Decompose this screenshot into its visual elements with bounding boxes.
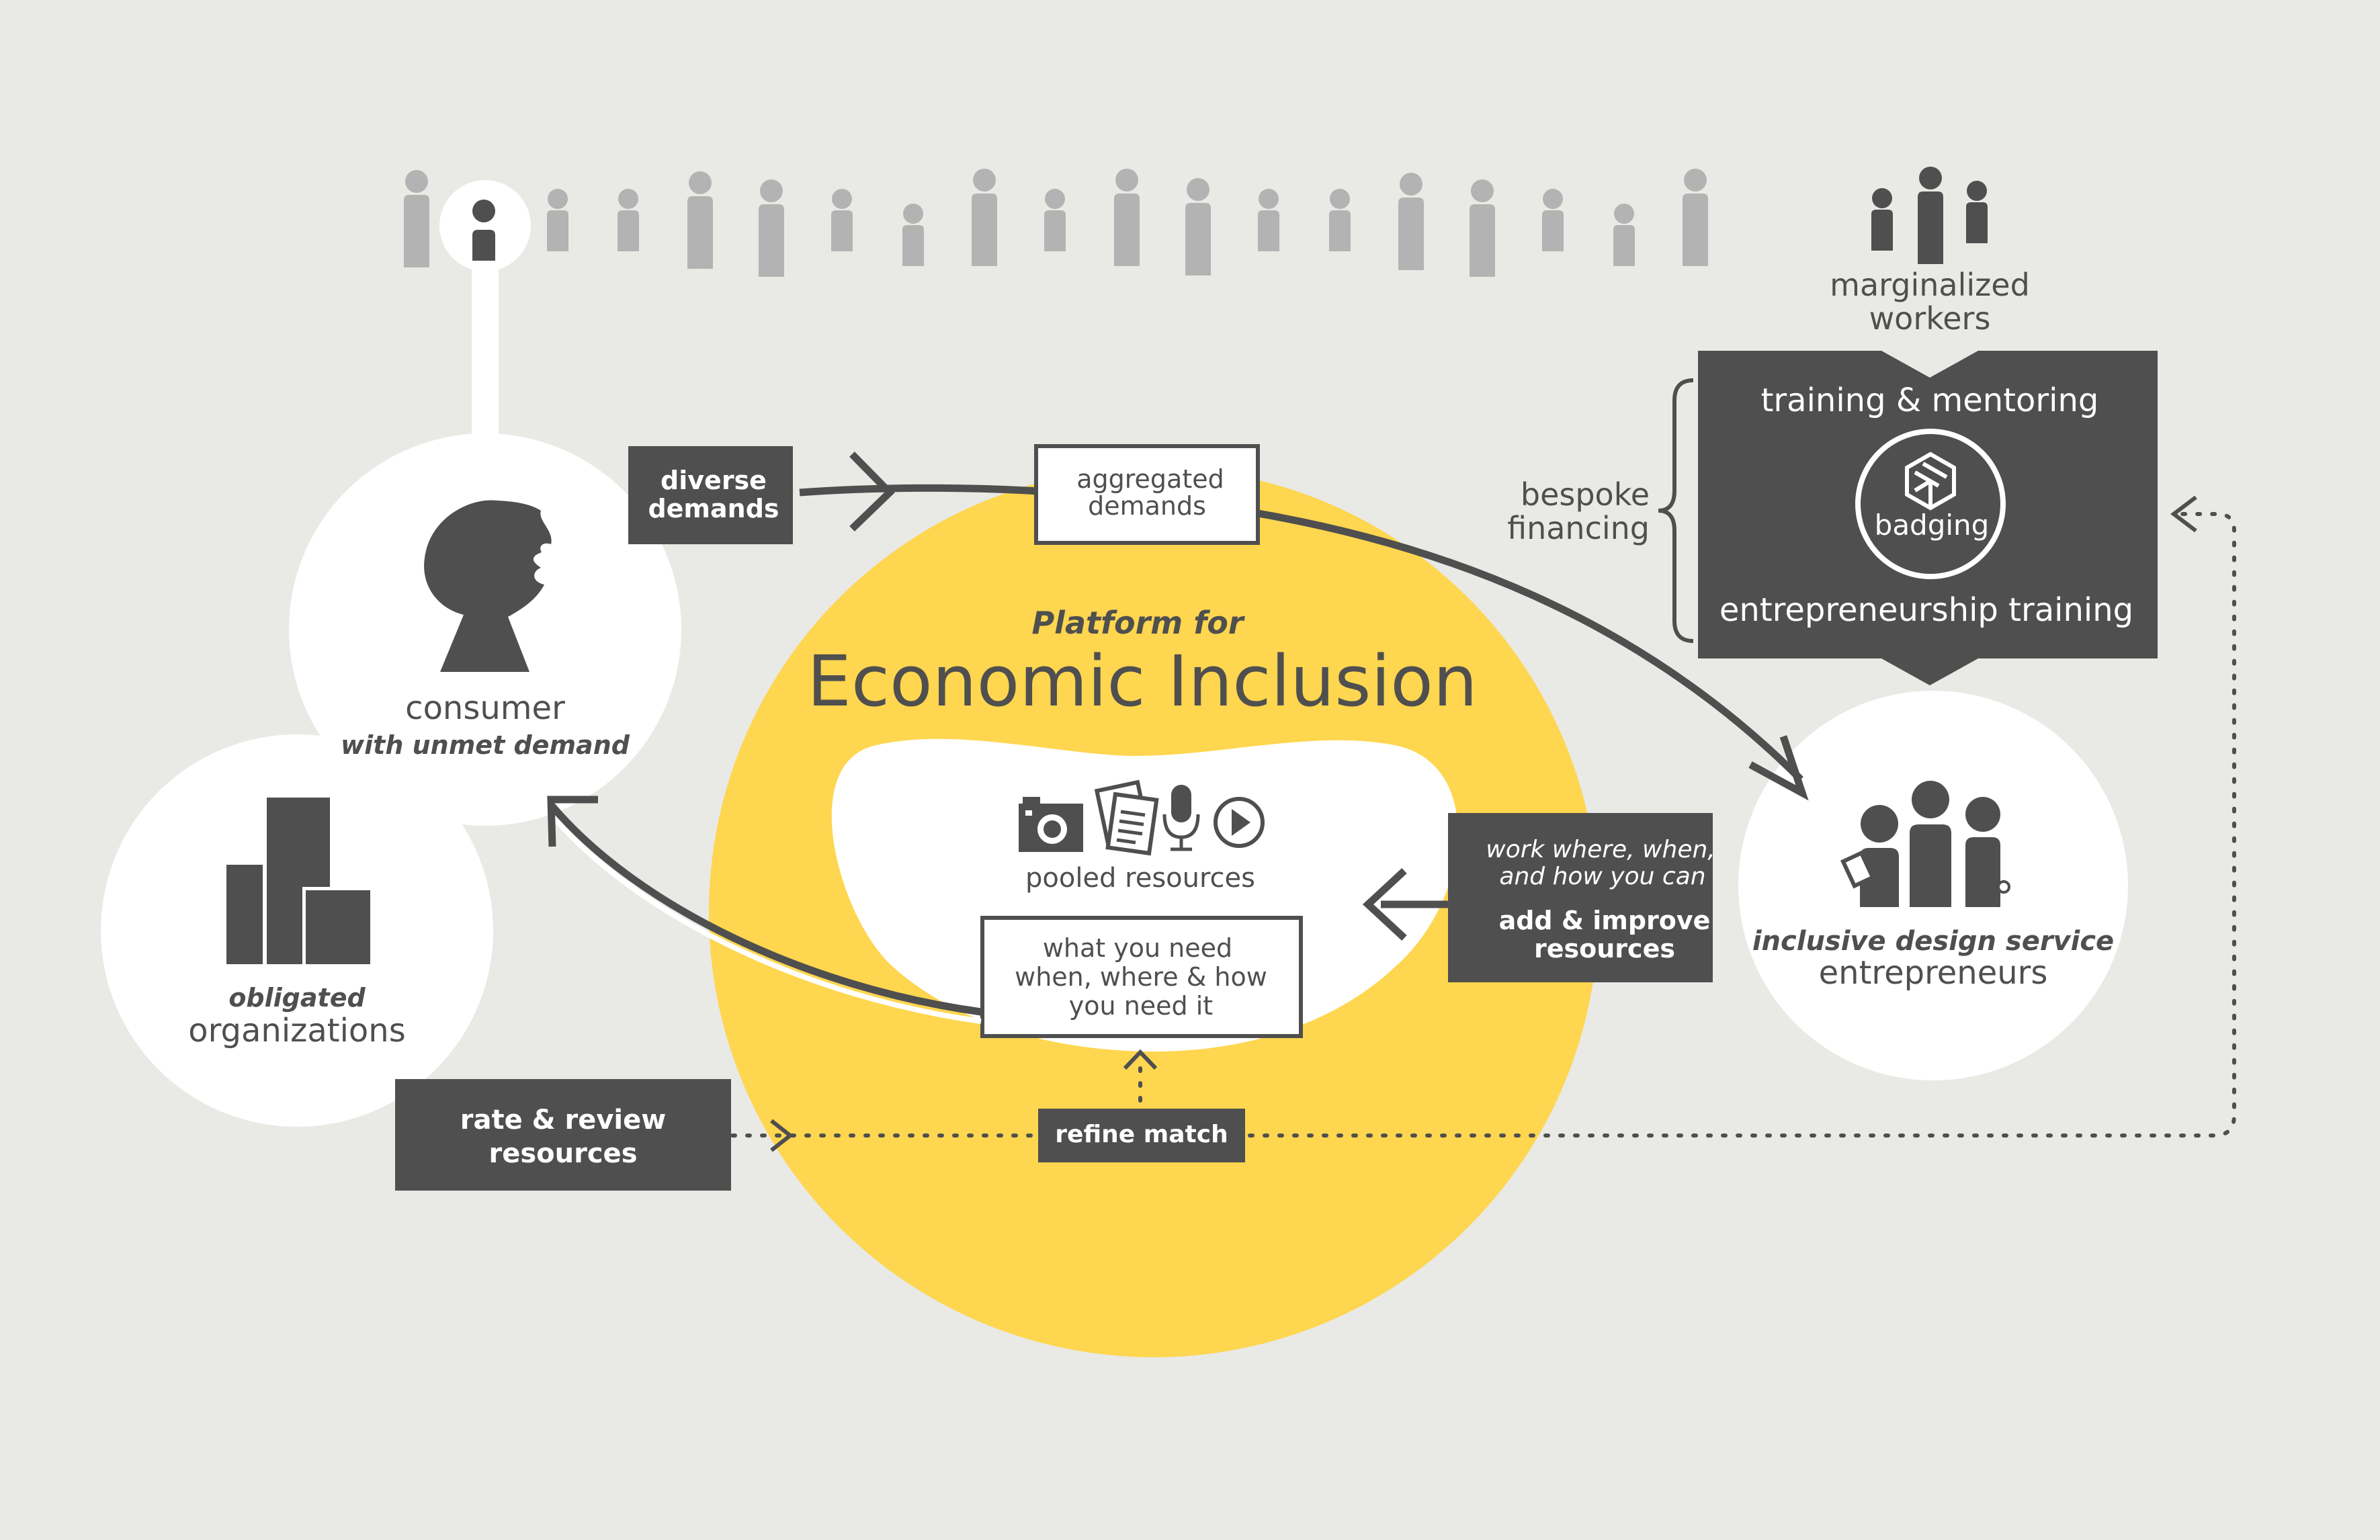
entrepreneurs-group-icon	[1840, 781, 2000, 907]
rate-review-text: rate & review	[460, 1105, 666, 1136]
consumer-label: consumer	[405, 689, 565, 727]
work-text: work where, when,	[1486, 836, 1715, 863]
aggregated-demands-text: aggregated	[1076, 464, 1224, 494]
arrow-head	[1748, 735, 1809, 801]
crowd-person	[759, 179, 784, 277]
crowd-person	[1185, 178, 1211, 275]
badge-cube-icon	[1905, 452, 1956, 511]
crowd-person	[618, 189, 639, 251]
arrow-head	[1362, 867, 1407, 941]
arrow-head	[547, 796, 598, 847]
financing-brace	[1658, 378, 1694, 643]
training-box-notch	[1881, 351, 1978, 378]
financing-label: bespoke	[1521, 476, 1650, 513]
entrepreneurs-label: entrepreneurs	[1819, 954, 2048, 992]
crowd-person	[831, 189, 853, 251]
financing-label: financing	[1507, 510, 1650, 546]
buildings-icon	[226, 798, 370, 964]
consumer-connector	[472, 235, 499, 457]
refine-match-box	[1038, 1109, 1245, 1162]
rate-review-text: resources	[489, 1138, 638, 1169]
crowd-person	[1542, 189, 1564, 251]
aggregated-demands-box	[1034, 444, 1260, 545]
work-text: and how you can	[1499, 863, 1705, 890]
crowd-person	[1683, 169, 1708, 266]
rate-review-box	[395, 1079, 731, 1191]
crowd-person	[902, 204, 924, 266]
need-text: what you need	[1043, 933, 1232, 963]
refine-match-text: refine match	[1055, 1121, 1228, 1148]
consumer-sublabel: with unmet demand	[341, 730, 630, 760]
workers-label: marginalized	[1830, 267, 2030, 303]
add-resources-box	[1448, 813, 1713, 982]
arrow-head	[1123, 1049, 1158, 1070]
add-improve-text: resources	[1534, 934, 1675, 964]
platform-title: Economic Inclusion	[807, 640, 1478, 722]
documents-icon	[1094, 779, 1159, 856]
crowd-person	[547, 189, 568, 251]
diverse-demands-box	[628, 446, 793, 544]
match-flow-arrow	[549, 804, 982, 1016]
crowd-person	[1114, 169, 1140, 266]
consumer-head-icon	[424, 500, 552, 672]
training-bottom-text: entrepreneurship training	[1719, 591, 2133, 629]
crowd-person	[404, 170, 429, 267]
crowd-person	[1329, 189, 1351, 251]
organizations-sublabel: obligated	[228, 983, 366, 1013]
arrow-head	[2170, 495, 2197, 533]
training-top-text: training & mentoring	[1761, 382, 2099, 419]
crowd-person	[1258, 189, 1279, 251]
arrow-head	[849, 452, 895, 531]
crowd-person	[1470, 179, 1495, 277]
pooled-resources-label: pooled resources	[1025, 863, 1255, 894]
entrepreneurs-sublabel: inclusive design service	[1752, 926, 2114, 957]
need-text: you need it	[1069, 991, 1213, 1021]
play-icon	[1214, 797, 1265, 848]
microphone-icon	[1162, 785, 1200, 851]
crowd-person	[1613, 204, 1635, 266]
aggregated-demands-text: demands	[1088, 491, 1206, 521]
badge-label: badging	[1875, 509, 1990, 542]
person-icon	[472, 200, 495, 261]
need-text: when, where & how	[1015, 962, 1267, 992]
training-box-pointer	[1881, 658, 1978, 685]
crowd-person	[1398, 173, 1424, 270]
crowd-person	[972, 169, 997, 266]
organizations-label: organizations	[188, 1012, 405, 1050]
arrow-head	[770, 1119, 794, 1152]
demand-flow-arrow	[799, 484, 1803, 782]
add-improve-text: add & improve	[1499, 906, 1711, 935]
crowd-person	[687, 171, 713, 269]
diverse-demands-text: demands	[648, 494, 779, 523]
crowd-person	[1044, 189, 1066, 251]
platform-subtitle: Platform for	[1031, 605, 1245, 641]
badge-ring	[1855, 429, 2006, 579]
diverse-demands-text: diverse	[661, 466, 767, 495]
camera-icon	[1019, 797, 1083, 852]
workers-label: workers	[1869, 300, 1991, 337]
need-box	[980, 916, 1303, 1038]
feedback-dotted-line	[730, 512, 2236, 1138]
highlight-ring	[439, 180, 531, 271]
